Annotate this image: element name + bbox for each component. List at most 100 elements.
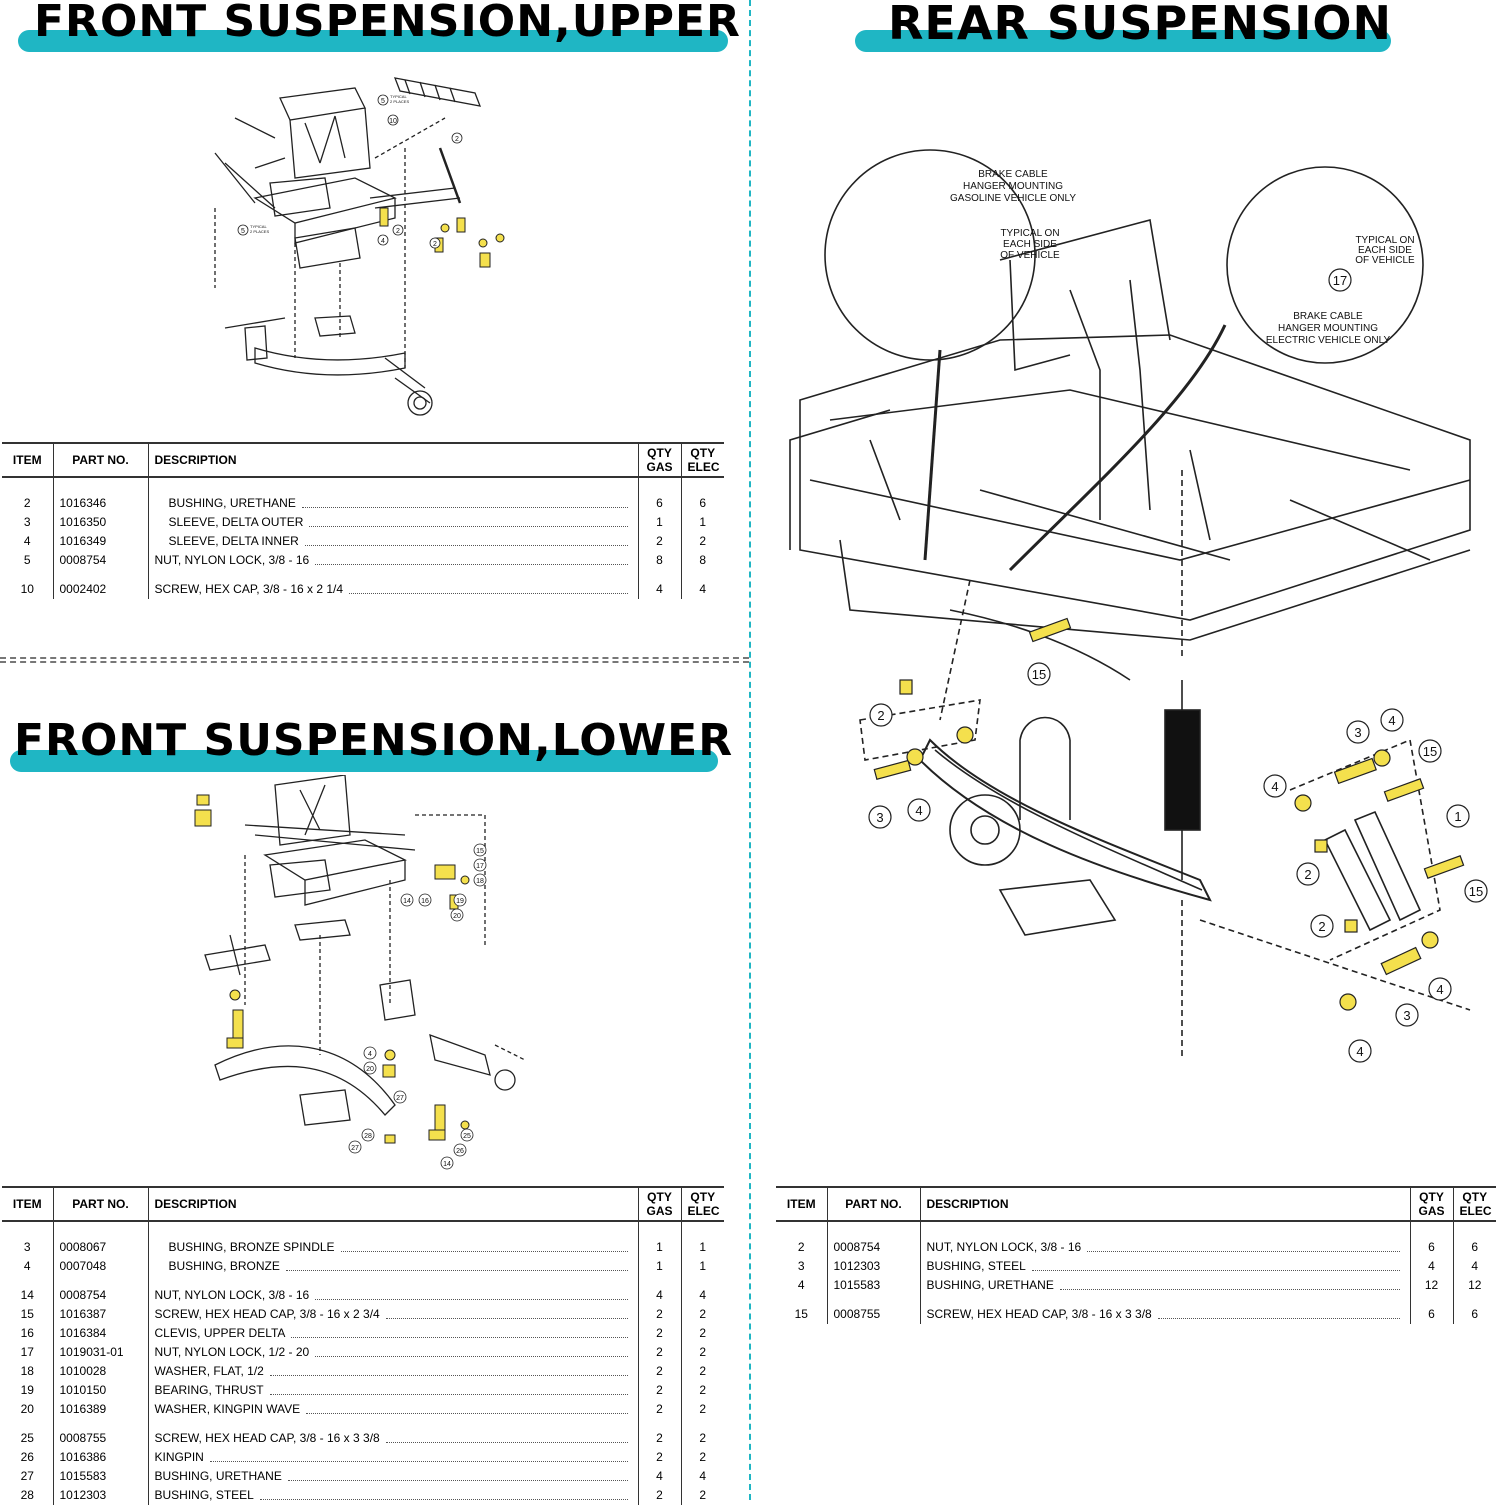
title-bar-rear bbox=[855, 30, 1391, 52]
qty-elec-cell: 8 bbox=[680, 551, 724, 570]
part-no-cell: 1016349 bbox=[52, 532, 148, 551]
qty-gas-cell: 6 bbox=[1409, 1305, 1453, 1324]
description-cell: SCREW, HEX HEAD CAP, 3/8 - 16 x 3 3/8 bbox=[147, 1429, 638, 1448]
svg-text:28: 28 bbox=[364, 1133, 372, 1140]
rear-exploded-view: 17 15 2 3 4 3 4 15 4 1 2 15 2 4 3 4 BRAK… bbox=[789, 149, 1488, 1063]
brake-elec-line1: BRAKE CABLE bbox=[1293, 311, 1363, 322]
leader-dots bbox=[385, 1434, 628, 1443]
leader-dots bbox=[287, 1472, 628, 1481]
row-spacer bbox=[776, 1221, 1496, 1238]
description-cell: BUSHING, BRONZE SPINDLE bbox=[147, 1238, 638, 1257]
description-cell: BUSHING, URETHANE bbox=[919, 1276, 1410, 1295]
leader-dots bbox=[269, 1386, 628, 1395]
description-text: BUSHING, STEEL bbox=[154, 1488, 254, 1502]
svg-text:19: 19 bbox=[456, 898, 464, 905]
description-cell: BUSHING, BRONZE bbox=[147, 1257, 638, 1276]
leader-dots bbox=[309, 518, 628, 527]
row-spacer bbox=[2, 1419, 724, 1429]
rear-title: REAR SUSPENSION bbox=[888, 0, 1392, 50]
description-text: SLEEVE, DELTA OUTER bbox=[168, 515, 304, 529]
qty-elec-cell: 1 bbox=[680, 1257, 724, 1276]
rear-sleeve-3-c bbox=[1380, 946, 1422, 976]
item-cell: 10 bbox=[20, 582, 34, 596]
part-no-cell: 1019031-01 bbox=[52, 1343, 148, 1362]
description-cell: BEARING, THRUST bbox=[147, 1381, 638, 1400]
front-upper-exploded-view: 5 10 2 5 4 2 2 TYPICAL 2 PLACES TYPICAL … bbox=[214, 77, 505, 416]
part-no-cell: 1010028 bbox=[52, 1362, 148, 1381]
row-spacer bbox=[2, 1276, 724, 1286]
brake-gas-line2: HANGER MOUNTING bbox=[963, 181, 1063, 192]
item-cell: 15 bbox=[20, 1307, 34, 1321]
col-part-no: PART NO. bbox=[52, 442, 148, 478]
qty-elec-cell: 6 bbox=[1452, 1305, 1496, 1324]
svg-text:4: 4 bbox=[381, 238, 385, 245]
description-cell: NUT, NYLON LOCK, 3/8 - 16 bbox=[147, 1286, 638, 1305]
description-text: SCREW, HEX CAP, 3/8 - 16 x 2 1/4 bbox=[154, 582, 344, 596]
qty-elec-cell: 2 bbox=[680, 1486, 724, 1505]
qty-gas-cell: 2 bbox=[637, 1486, 681, 1505]
qty-gas-cell: 6 bbox=[637, 494, 681, 513]
qty-gas-cell: 2 bbox=[637, 532, 681, 551]
qty-elec-cell: 6 bbox=[680, 494, 724, 513]
description-text: SCREW, HEX HEAD CAP, 3/8 - 16 x 3 3/8 bbox=[154, 1431, 380, 1445]
rear-screw-15-a bbox=[1028, 617, 1072, 643]
svg-text:27: 27 bbox=[351, 1145, 359, 1152]
row-spacer bbox=[2, 570, 724, 580]
description-text: SCREW, HEX HEAD CAP, 3/8 - 16 x 2 3/4 bbox=[154, 1307, 380, 1321]
qty-gas-cell: 8 bbox=[637, 551, 681, 570]
svg-text:26: 26 bbox=[456, 1148, 464, 1155]
item-cell: 28 bbox=[20, 1488, 34, 1502]
qty-gas-cell: 2 bbox=[637, 1429, 681, 1448]
leader-dots bbox=[259, 1491, 628, 1500]
part-no-cell: 1016350 bbox=[52, 513, 148, 532]
svg-text:10: 10 bbox=[389, 118, 397, 125]
typical-places-label-2-line2: 2 PLACES bbox=[250, 229, 269, 234]
description-text: BUSHING, URETHANE bbox=[926, 1278, 1054, 1292]
svg-text:4: 4 bbox=[1436, 982, 1443, 997]
description-cell: SCREW, HEX CAP, 3/8 - 16 x 2 1/4 bbox=[147, 580, 638, 599]
detail-circle-elec bbox=[1226, 166, 1424, 364]
svg-text:2: 2 bbox=[877, 708, 884, 723]
typical-right-line3: OF VEHICLE bbox=[1355, 255, 1415, 266]
description-text: NUT, NYLON LOCK, 3/8 - 16 bbox=[154, 1288, 310, 1302]
qty-elec-cell: 2 bbox=[680, 1324, 724, 1343]
qty-gas-cell: 1 bbox=[637, 1257, 681, 1276]
qty-elec-cell: 2 bbox=[680, 1400, 724, 1419]
typical-places-label-1-line2: 2 PLACES bbox=[390, 99, 409, 104]
part-no-cell: 1012303 bbox=[52, 1486, 148, 1505]
vertical-divider bbox=[749, 0, 751, 1500]
qty-gas-cell: 4 bbox=[637, 1286, 681, 1305]
description-cell: SLEEVE, DELTA INNER bbox=[147, 532, 638, 551]
leader-dots bbox=[1059, 1281, 1400, 1290]
description-text: BUSHING, URETHANE bbox=[168, 496, 296, 510]
front-upper-title: FRONT SUSPENSION,UPPER bbox=[34, 0, 741, 47]
description-text: BUSHING, URETHANE bbox=[154, 1469, 282, 1483]
leader-dots bbox=[301, 499, 628, 508]
leader-dots bbox=[1157, 1310, 1400, 1319]
qty-elec-cell: 4 bbox=[1452, 1257, 1496, 1276]
rear-nut-2 bbox=[899, 679, 913, 695]
qty-elec-cell: 2 bbox=[680, 1381, 724, 1400]
front-upper-diagram: 5 10 2 5 4 2 2 TYPICAL 2 PLACES TYPICAL … bbox=[195, 58, 505, 428]
qty-elec-cell: 4 bbox=[680, 1286, 724, 1305]
description-cell: BUSHING, STEEL bbox=[147, 1486, 638, 1505]
row-spacer bbox=[776, 1295, 1496, 1305]
brake-gas-line1: BRAKE CABLE bbox=[978, 169, 1048, 180]
description-text: BUSHING, STEEL bbox=[926, 1259, 1026, 1273]
item-cell: 5 bbox=[23, 553, 31, 567]
description-text: CLEVIS, UPPER DELTA bbox=[154, 1326, 286, 1340]
item-cell: 3 bbox=[23, 515, 31, 529]
item-cell: 2 bbox=[23, 496, 31, 510]
